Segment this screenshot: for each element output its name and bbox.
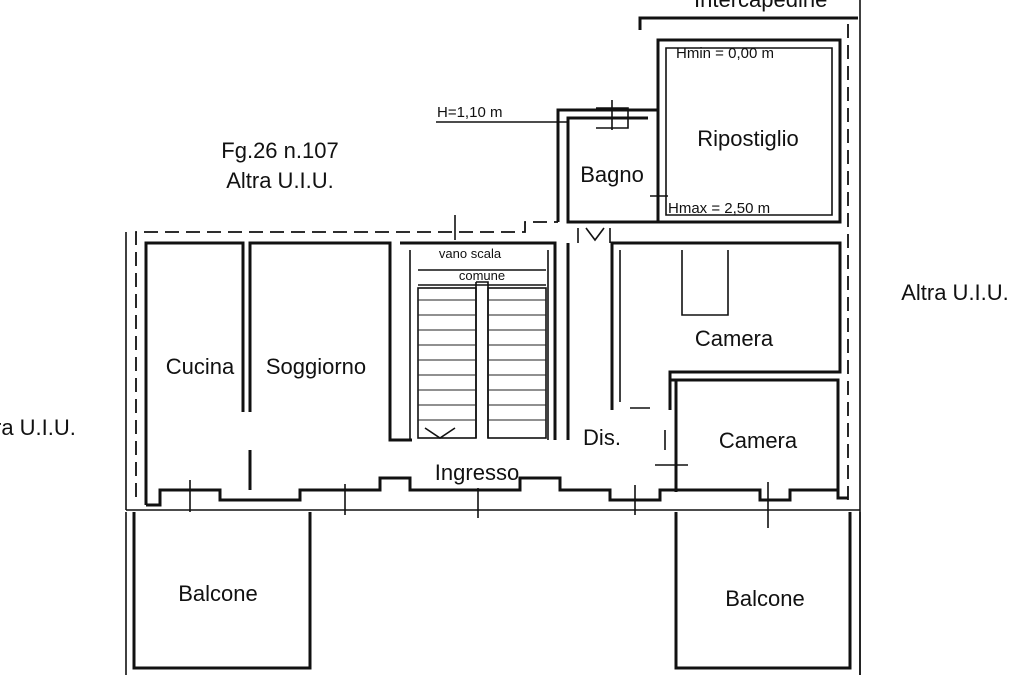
hmax-label: Hmax = 2,50 m (668, 200, 770, 217)
parcel-reference: Fg.26 n.107 (221, 138, 338, 163)
dimension-leaders (436, 107, 629, 129)
stair-label-line1: vano scala (439, 246, 502, 261)
balcony-right: Balcone (725, 586, 805, 611)
room-hall: Dis. (583, 425, 621, 450)
room-entrance: Ingresso (435, 460, 519, 485)
adjacent-unit-top: Altra U.I.U. (226, 168, 334, 193)
adjacent-unit-right: Altra U.I.U. (901, 280, 1009, 305)
main-walls (126, 16, 860, 511)
bath-height-label: H=1,10 m (437, 104, 502, 121)
room-bathroom: Bagno (580, 162, 644, 187)
room-bedroom-1: Camera (695, 326, 774, 351)
room-bedroom-2: Camera (719, 428, 798, 453)
adjacent-unit-left: ra U.I.U. (0, 415, 76, 440)
room-living: Soggiorno (266, 354, 366, 379)
room-storage: Ripostiglio (697, 126, 799, 151)
balcony-left: Balcone (178, 581, 258, 606)
hmin-label: Hmin = 0,00 m (676, 45, 774, 62)
staircase (417, 215, 547, 439)
intercapedine-label: Intercapedine (694, 0, 827, 12)
door-marks (189, 100, 769, 528)
balconies (125, 512, 861, 675)
stair-label-line2: comune (459, 268, 505, 283)
room-kitchen: Cucina (166, 354, 235, 379)
